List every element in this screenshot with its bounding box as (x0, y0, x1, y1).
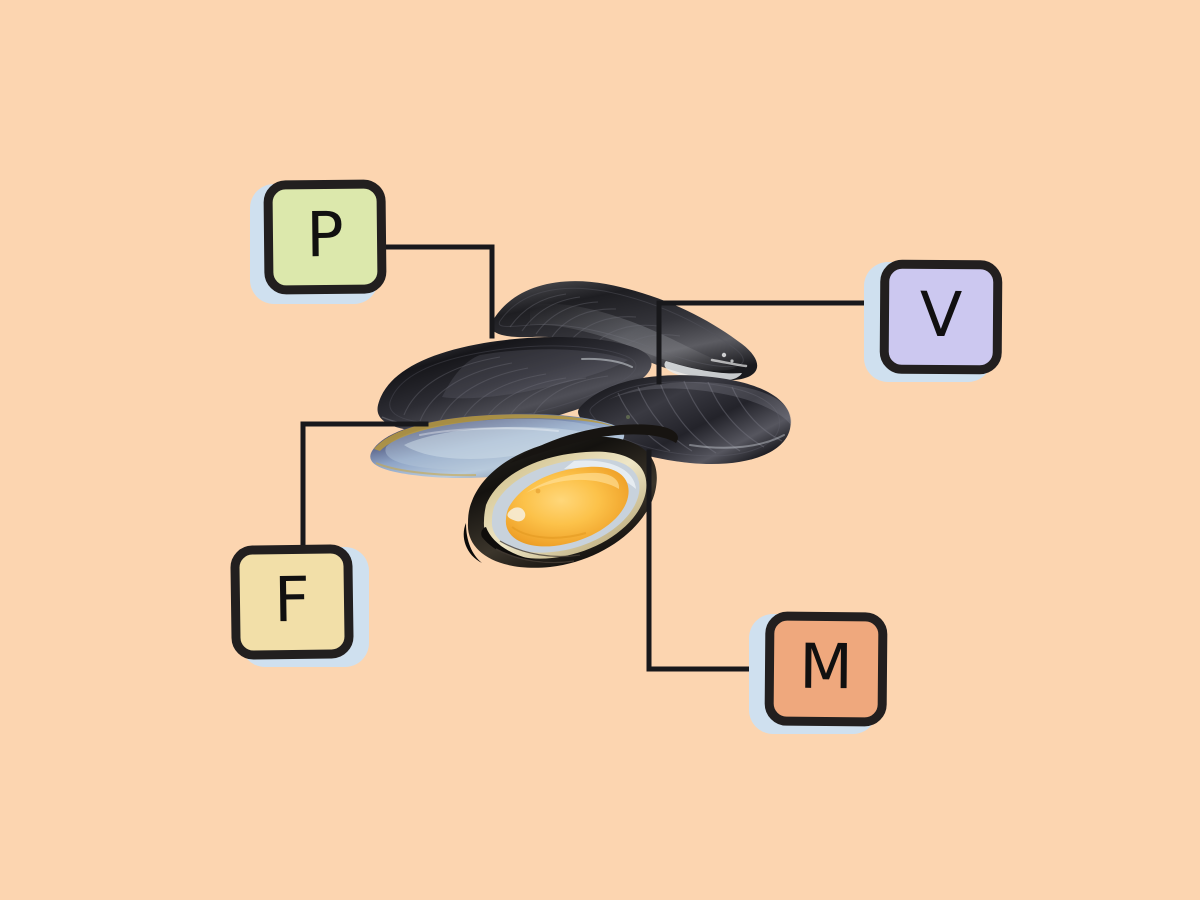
mussels-photo (360, 265, 800, 585)
mussel-right (578, 375, 792, 465)
label-letter-v: V (919, 277, 963, 352)
label-letter-p: P (305, 197, 345, 272)
label-box-m[interactable]: M (749, 608, 888, 734)
label-box-v[interactable]: V (864, 256, 1003, 382)
label-face-v[interactable]: V (879, 259, 1003, 375)
label-face-f[interactable]: F (230, 544, 354, 660)
label-letter-f: F (273, 562, 311, 637)
label-box-p[interactable]: P (250, 176, 387, 304)
label-face-m[interactable]: M (764, 611, 888, 727)
label-box-f[interactable]: F (230, 541, 369, 667)
mussel-open-with-flesh (463, 424, 678, 568)
mussel-left-large (377, 337, 652, 433)
label-face-p[interactable]: P (263, 179, 387, 295)
label-letter-m: M (798, 629, 854, 704)
